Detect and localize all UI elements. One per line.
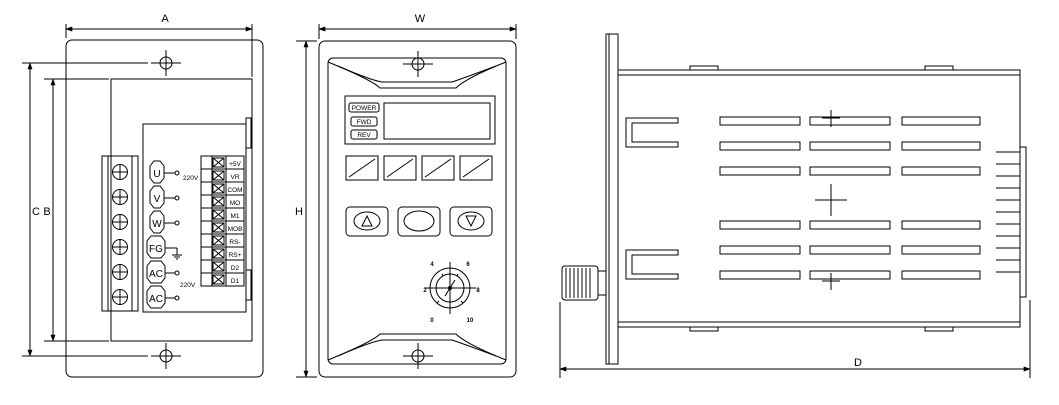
panel-mounting-hole-top	[403, 51, 433, 77]
terminal-w-label: W	[152, 219, 162, 230]
screw-terminal-strip	[101, 155, 139, 312]
rear-connector	[1019, 146, 1027, 298]
front-panel-view	[296, 24, 517, 378]
side-clip-top	[625, 117, 679, 148]
motor-terminal-labels	[146, 160, 166, 309]
dimension-c-label: C	[32, 206, 40, 218]
terminal-u-label: U	[153, 169, 160, 180]
function-button-3[interactable]	[421, 155, 455, 181]
dial-scale-10: 10	[467, 318, 474, 324]
dial-scale-6: 6	[466, 262, 470, 268]
dimension-w-label: W	[415, 13, 426, 25]
terminal-view-labels: A C B U V W FG AC AC 220V 220V +5V VR CO…	[32, 13, 243, 305]
control-terminal-slots	[201, 157, 244, 285]
ctrl-terminal-3: COM	[227, 187, 242, 194]
enter-button[interactable]	[397, 206, 441, 237]
up-arrow-icon	[361, 214, 373, 227]
display-panel	[344, 95, 496, 145]
panel-mounting-hole-bottom	[403, 343, 433, 369]
dimension-h-label: H	[295, 206, 303, 218]
lcd-window	[383, 102, 491, 140]
side-clip-bottom	[625, 249, 679, 280]
terminal-v-label: V	[154, 194, 161, 205]
ctrl-terminal-8: RS+	[229, 252, 242, 259]
terminal-view	[22, 24, 264, 378]
function-button-2[interactable]	[383, 155, 417, 181]
ctrl-terminal-7: RS-	[229, 239, 240, 246]
dimension-b	[44, 78, 109, 342]
top-bezel-curve	[327, 61, 507, 89]
side-view-front-flange	[605, 33, 619, 365]
function-button-4[interactable]	[459, 155, 493, 181]
dimension-c	[22, 62, 148, 357]
speed-dial[interactable]	[424, 262, 476, 314]
ctrl-terminal-4: MO	[230, 200, 240, 207]
wire-connections	[164, 170, 182, 301]
knob-knurling	[565, 268, 591, 298]
side-view	[559, 33, 1031, 378]
voltage-label-top: 220V	[183, 175, 199, 182]
dial-scale-2: 2	[423, 288, 427, 294]
terminal-view-outer-frame	[65, 39, 264, 378]
rev-indicator-label: REV	[357, 132, 371, 139]
ctrl-terminal-9: D2	[231, 265, 240, 272]
down-button[interactable]	[449, 206, 493, 237]
dimension-a	[65, 24, 253, 77]
ctrl-terminal-2: VR	[230, 174, 239, 181]
down-arrow-icon	[465, 215, 477, 228]
front-panel-outer-frame	[318, 40, 517, 378]
dial-scale-8: 8	[476, 288, 480, 294]
terminal-fg-label: FG	[149, 244, 163, 255]
dimension-b-label: B	[43, 206, 50, 218]
function-buttons	[345, 155, 493, 181]
dimension-a-label: A	[161, 13, 169, 25]
ctrl-terminal-6: MOB	[228, 226, 243, 233]
terminal-view-pcb	[142, 123, 247, 313]
side-view-body	[617, 69, 1021, 328]
vent-slots	[719, 116, 981, 280]
dial-scale-0: 0	[430, 318, 434, 324]
dimension-d	[559, 300, 1031, 378]
speed-knob	[561, 265, 599, 301]
up-button[interactable]	[345, 206, 389, 237]
ctrl-terminal-1: +5V	[229, 161, 241, 168]
terminal-ac1-label: AC	[149, 269, 163, 280]
dial-scale-4: 4	[430, 262, 434, 268]
mounting-hole-bottom	[151, 343, 181, 369]
dimension-d-label: D	[854, 357, 862, 369]
power-indicator-label: POWER	[352, 105, 377, 112]
voltage-label-bottom: 220V	[180, 282, 196, 289]
ctrl-terminal-5: M1	[230, 213, 239, 220]
mounting-hole-top	[151, 50, 181, 76]
dimension-h	[296, 40, 317, 378]
dimension-w	[318, 24, 517, 39]
function-button-1[interactable]	[345, 155, 379, 181]
front-panel-labels: W H POWER FWD REV 0 2 4 6 8 10	[295, 13, 480, 324]
screw-terminals	[112, 164, 128, 305]
rear-connector-pins	[996, 151, 1020, 273]
ctrl-terminal-10: D1	[231, 278, 240, 285]
terminal-ac2-label: AC	[149, 294, 163, 305]
fwd-indicator-label: FWD	[357, 119, 372, 126]
